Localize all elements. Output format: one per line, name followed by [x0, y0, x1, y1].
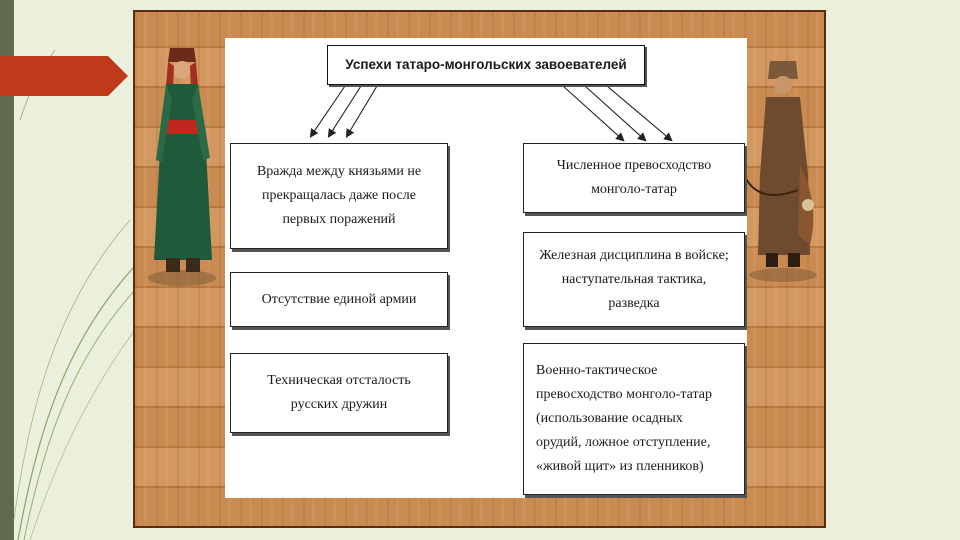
- diagram-title: Успехи татаро-монгольских завоевателей: [345, 57, 627, 72]
- right-cause-1-line-1: Численное превосходство: [556, 158, 712, 173]
- left-cause-3-line-1: Техническая отсталость: [267, 373, 411, 388]
- left-cause-box-2: Отсутствие единой армии: [230, 272, 448, 327]
- left-cause-box-1: Вражда между князьями не прекращалась да…: [230, 143, 448, 249]
- right-cause-2-line-3: разведка: [608, 295, 660, 311]
- figure-left-woman-illustration: [148, 48, 216, 286]
- left-cause-2-line-1: Отсутствие единой армии: [261, 291, 417, 307]
- right-cause-2-line-1: Железная дисциплина в войске;: [539, 247, 729, 263]
- left-cause-box-3: Техническая отсталость русских дружин: [230, 353, 448, 433]
- slide-left-bar: [0, 0, 14, 540]
- left-cause-1-line-2: прекращалась даже после: [262, 188, 416, 203]
- diagram-connector-arrows: [309, 85, 673, 142]
- left-cause-1-line-3: первых поражений: [282, 212, 396, 227]
- right-cause-2-line-2: наступательная тактика,: [561, 271, 707, 287]
- left-cause-1-line-1: Вражда между князьями не: [256, 164, 422, 179]
- left-cause-3-line-2: русских дружин: [290, 397, 388, 412]
- right-cause-3-line-1: Военно-тактическое: [536, 363, 658, 378]
- right-cause-box-3: Военно-тактическое превосходство монголо…: [523, 343, 745, 495]
- right-cause-3-line-5: «живой щит» из пленников): [536, 459, 704, 474]
- figure-right-warrior-illustration: [743, 61, 817, 282]
- right-cause-3-line-2: превосходство монголо-татар: [536, 387, 712, 402]
- right-cause-3-line-4: орудий, ложное отступление,: [536, 435, 711, 450]
- right-cause-box-1: Численное превосходство монголо-татар: [523, 143, 745, 213]
- right-cause-3-line-3: (использование осадных: [536, 411, 683, 426]
- slide-decor-swoosh: [13, 49, 156, 540]
- right-cause-1-line-2: монголо-татар: [591, 182, 677, 197]
- right-cause-box-2: Железная дисциплина в войске; наступател…: [523, 232, 745, 327]
- diagram-title-box: Успехи татаро-монгольских завоевателей: [327, 45, 645, 85]
- slide-red-arrow-tab: [0, 56, 128, 96]
